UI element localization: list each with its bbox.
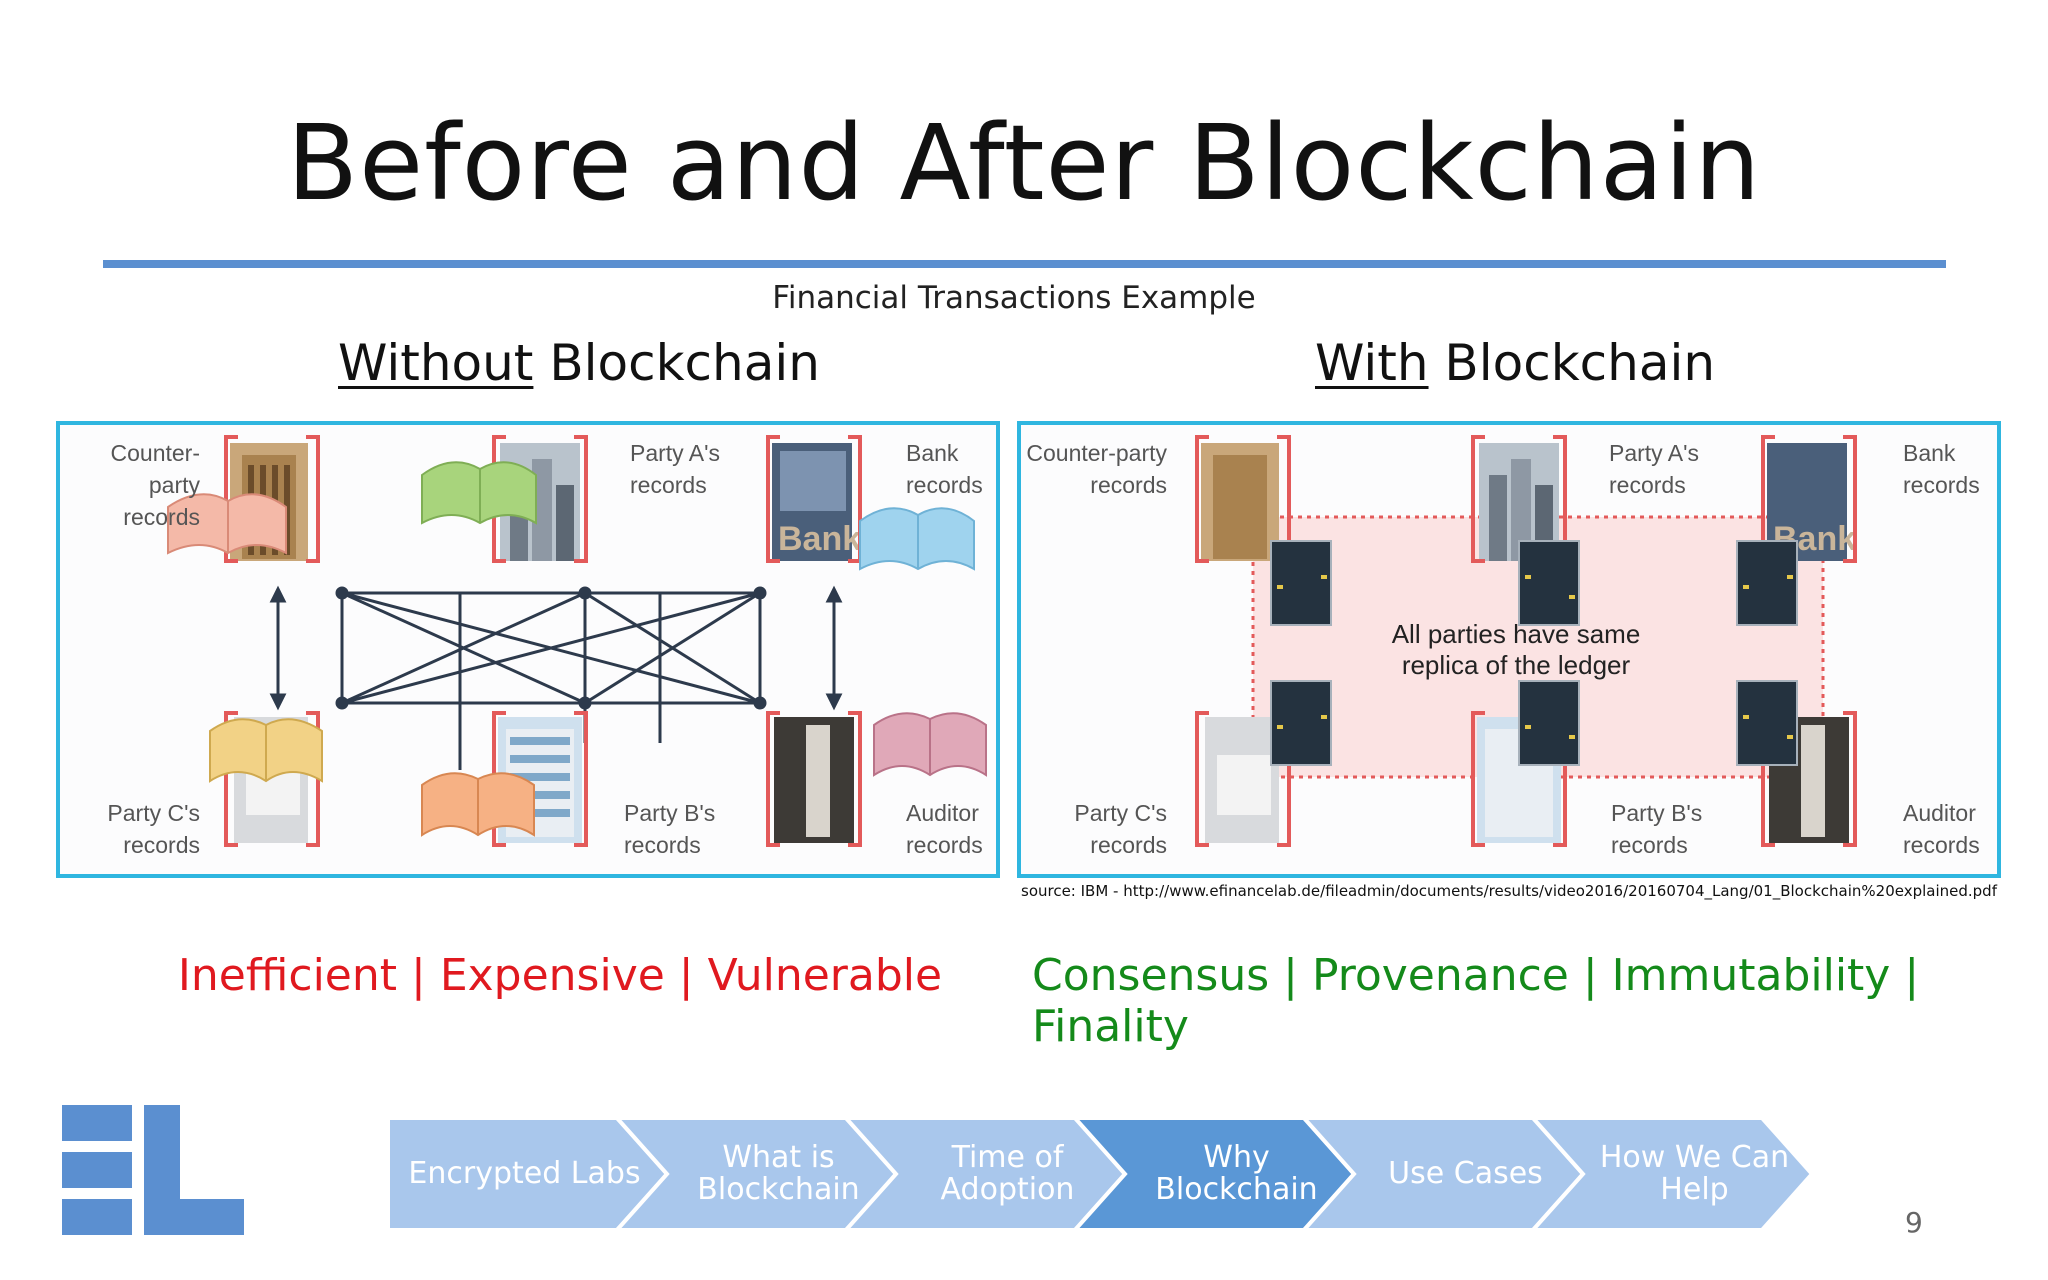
- book-icon-party-c: [209, 718, 323, 783]
- shared-ledger-svg: Bank: [1195, 435, 1857, 847]
- ledger-node-icons: [1270, 540, 1798, 766]
- encrypted-labs-logo: [62, 1105, 244, 1235]
- book-icon-party-a: [421, 461, 537, 525]
- auditor-columns-image: [774, 717, 854, 843]
- book-icon-counterparty: [167, 493, 287, 555]
- network-lines-svg: Bank: [167, 435, 987, 847]
- page-number: 9: [1905, 1206, 1923, 1239]
- with-blockchain-pros: Consensus | Provenance | Immutability | …: [1032, 950, 1920, 1052]
- without-blockchain-cons: Inefficient | Expensive | Vulnerable: [177, 950, 943, 1001]
- bank-building-image: Bank: [772, 443, 861, 561]
- counterparty-building-image: [1201, 443, 1279, 561]
- heading-with-blockchain: With Blockchain: [1315, 334, 1716, 392]
- book-icon-auditor: [873, 712, 987, 777]
- nav-step-chevron[interactable]: [1072, 1118, 1357, 1230]
- nav-step-label[interactable]: Use Cases: [1388, 1156, 1543, 1191]
- nav-step-label[interactable]: What is Blockchain: [697, 1140, 860, 1207]
- nav-step-label[interactable]: Encrypted Labs: [408, 1156, 641, 1191]
- nav-step-chevron[interactable]: [1301, 1118, 1586, 1230]
- nav-step-chevron[interactable]: [843, 1118, 1128, 1230]
- nav-step-label[interactable]: How We Can Help: [1599, 1140, 1790, 1207]
- svg-text:Bank: Bank: [778, 520, 861, 558]
- heading-without-blockchain: Without Blockchain: [338, 334, 820, 392]
- book-icon-party-b: [421, 772, 535, 837]
- source-citation: source: IBM - http://www.efinancelab.de/…: [1021, 882, 1997, 900]
- title-divider: [103, 260, 1946, 268]
- nav-step-chevron[interactable]: [614, 1118, 899, 1230]
- party-c-truck-image: [1205, 717, 1279, 843]
- book-icon-bank: [859, 507, 975, 571]
- nav-step-label[interactable]: Why Blockchain: [1155, 1140, 1318, 1207]
- slide-title: Before and After Blockchain: [286, 102, 1762, 224]
- nav-step-label[interactable]: Time of Adoption: [940, 1140, 1075, 1207]
- nav-step-chevron[interactable]: [1530, 1118, 1815, 1230]
- section-progress-nav: [388, 1118, 1815, 1230]
- slide-subtitle: Financial Transactions Example: [772, 280, 1256, 316]
